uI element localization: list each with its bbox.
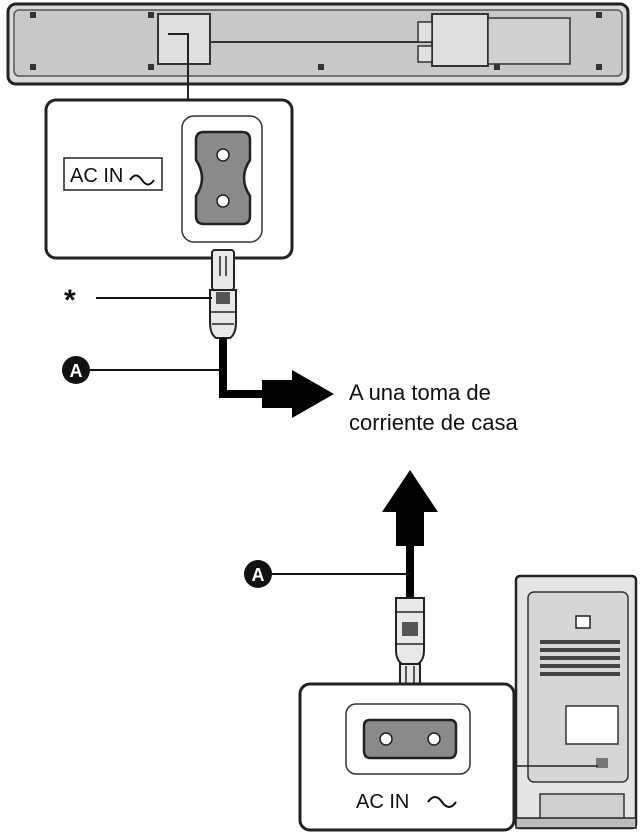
- subwoofer: [514, 574, 638, 830]
- asterisk-label: *: [64, 284, 76, 317]
- cable-marker-a-top: A: [62, 356, 223, 384]
- ac-socket-bottom: [362, 718, 458, 760]
- ac-socket-top: [194, 130, 252, 226]
- subwoofer-ac-in-panel: AC IN: [298, 682, 516, 832]
- cable-marker-a-top-label: A: [70, 361, 83, 381]
- ac-in-label-bottom: AC IN: [356, 791, 409, 813]
- arrow-icon: [382, 470, 438, 546]
- cable-marker-a-bottom: A: [244, 560, 410, 588]
- soundbar-ac-in-panel: AC IN: [44, 98, 294, 260]
- bottom-power-cable: [382, 470, 438, 687]
- destination-line-1: A una toma de: [349, 380, 491, 405]
- tilde-wave-icon: [427, 796, 457, 808]
- tilde-wave-icon: [129, 174, 155, 186]
- destination-caption: A una toma de corriente de casa: [349, 378, 609, 438]
- top-power-plug: [209, 249, 334, 418]
- destination-line-2: corriente de casa: [349, 410, 518, 435]
- ac-in-label-top: AC IN: [70, 165, 123, 187]
- cable-marker-a-bottom-label: A: [252, 565, 265, 585]
- top-cable: [219, 338, 268, 398]
- arrow-icon: [262, 370, 334, 418]
- soundbar: [6, 2, 630, 100]
